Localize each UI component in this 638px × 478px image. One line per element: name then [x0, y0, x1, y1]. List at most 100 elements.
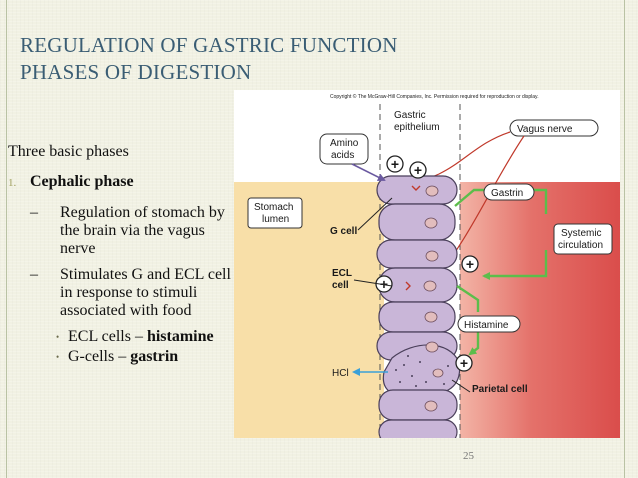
ecl-label-1: ECL: [332, 268, 352, 279]
plus-sign: +: [455, 354, 473, 372]
ecl-pointer: [353, 279, 393, 287]
parietal-dots: [395, 355, 449, 387]
plus-sign: +: [375, 275, 393, 293]
decor-line-left: [6, 0, 7, 478]
stomach-label-1: Stomach: [254, 202, 293, 213]
list-item-cephalic: 1. Cephalic phase: [8, 173, 240, 192]
bullet-ecl-plain: ECL cells –: [68, 328, 147, 345]
intro-text: Three basic phases: [8, 143, 129, 160]
stomach-label-2: lumen: [262, 214, 289, 225]
dot: [407, 355, 409, 357]
g-cell-pointer: [357, 197, 393, 231]
plus-glyph: +: [380, 276, 388, 292]
cell-2-g-cell: [378, 203, 456, 241]
amino-acid-arrow: [351, 163, 386, 181]
bullet-ecl-bold: histamine: [146, 328, 214, 345]
parietal-pointer: [451, 379, 471, 393]
title-line-2: PHASES OF DIGESTION: [20, 60, 252, 84]
plus-circle: [461, 255, 479, 273]
plus-glyph: +: [460, 355, 468, 371]
title-line-1: REGULATION OF GASTRIC FUNCTION: [20, 33, 398, 57]
blood-region: [460, 182, 620, 438]
nucleus: [425, 250, 439, 262]
stomach-lumen-box: [247, 197, 303, 229]
gastric-label-1: Gastric: [394, 110, 426, 121]
plus-sign: +: [461, 255, 479, 273]
nucleus: [423, 280, 437, 292]
bullet-g-text: G-cells – gastrin: [68, 348, 178, 366]
nucleus: [424, 311, 438, 323]
dot: [447, 365, 449, 367]
cell-9: [378, 419, 458, 445]
slide-title: REGULATION OF GASTRIC FUNCTION PHASES OF…: [20, 32, 398, 86]
gastric-label-2: epithelium: [394, 122, 440, 133]
cell-3: [376, 239, 458, 269]
diagram-svg: Copyright © The McGraw-Hill Companies, I…: [234, 93, 620, 445]
bullet-g: • G-cells – gastrin: [56, 348, 240, 366]
bullet-g-bold: gastrin: [130, 348, 179, 365]
stimulates-text: Stimulates G and ECL cell in response to…: [60, 266, 231, 319]
parietal-label: Parietal cell: [472, 384, 528, 395]
g-cell-label: G cell: [330, 226, 357, 237]
cell-1: [376, 175, 458, 205]
gastrin-label: Gastrin: [491, 188, 523, 199]
page-number: 25: [463, 450, 474, 462]
bullet-dot: •: [56, 352, 60, 362]
plus-glyph: +: [414, 162, 422, 178]
nucleus: [424, 400, 438, 412]
nucleus: [425, 185, 439, 197]
plus-circle: [455, 354, 473, 372]
amino-label-1: Amino: [330, 138, 359, 149]
dot: [419, 361, 421, 363]
nerve-ending-ecl: [405, 281, 411, 291]
plus-sign: +: [409, 161, 427, 179]
gastrin-box: [483, 183, 535, 201]
amino-label-2: acids: [331, 150, 354, 161]
plus-glyph: +: [391, 156, 399, 172]
plus-circle: [375, 275, 393, 293]
bullet-dot: •: [56, 332, 60, 342]
nucleus: [432, 368, 444, 378]
dot: [399, 381, 401, 383]
ecl-to-histamine: [456, 285, 480, 312]
gastric-regulation-diagram: Copyright © The McGraw-Hill Companies, I…: [234, 90, 620, 445]
cell-nuclei: [423, 185, 444, 412]
vagus-nerve-box: [509, 119, 599, 137]
plus-circle: [386, 155, 404, 173]
dot: [443, 383, 445, 385]
dot: [415, 385, 417, 387]
dot: [403, 364, 405, 366]
bullet-ecl-text: ECL cells – histamine: [68, 328, 214, 346]
copyright-text: Copyright © The McGraw-Hill Companies, I…: [330, 93, 539, 100]
nerve-ending-g: [411, 185, 421, 191]
epithelial-cells: [376, 175, 461, 445]
ecl-label-2: cell: [332, 280, 349, 291]
hcl-label: HCl: [332, 368, 349, 379]
plus-glyph: +: [466, 256, 474, 272]
cell-8: [378, 389, 458, 421]
list-number: 1.: [8, 177, 17, 189]
nucleus: [425, 341, 439, 353]
vagus-nerve-label: Vagus nerve: [517, 124, 573, 135]
dot: [395, 369, 397, 371]
histamine-box: [457, 315, 521, 333]
plus-circle: [409, 161, 427, 179]
systemic-label-2: circulation: [558, 240, 603, 251]
sub-item-stimulates: – Stimulates G and ECL cell in response …: [30, 266, 240, 320]
nucleus: [424, 217, 438, 229]
plus-sign: +: [386, 155, 404, 173]
systemic-to-ecl: [482, 250, 548, 280]
sub-item-regulation: – Regulation of stomach by the brain via…: [30, 204, 240, 258]
bullet-g-plain: G-cells –: [68, 348, 131, 365]
amino-acids-box: [319, 133, 369, 165]
dash-bullet: –: [30, 266, 38, 283]
histamine-to-parietal: [468, 332, 480, 356]
cell-5: [378, 301, 456, 333]
cephalic-label: Cephalic phase: [30, 173, 134, 190]
regulation-text: Regulation of stomach by the brain via t…: [60, 204, 225, 257]
systemic-circulation-box: [553, 223, 613, 255]
dot: [411, 375, 413, 377]
dash-bullet: –: [30, 204, 38, 221]
slide-body: Three basic phases 1. Cephalic phase – R…: [8, 143, 240, 366]
systemic-label-1: Systemic: [561, 228, 602, 239]
